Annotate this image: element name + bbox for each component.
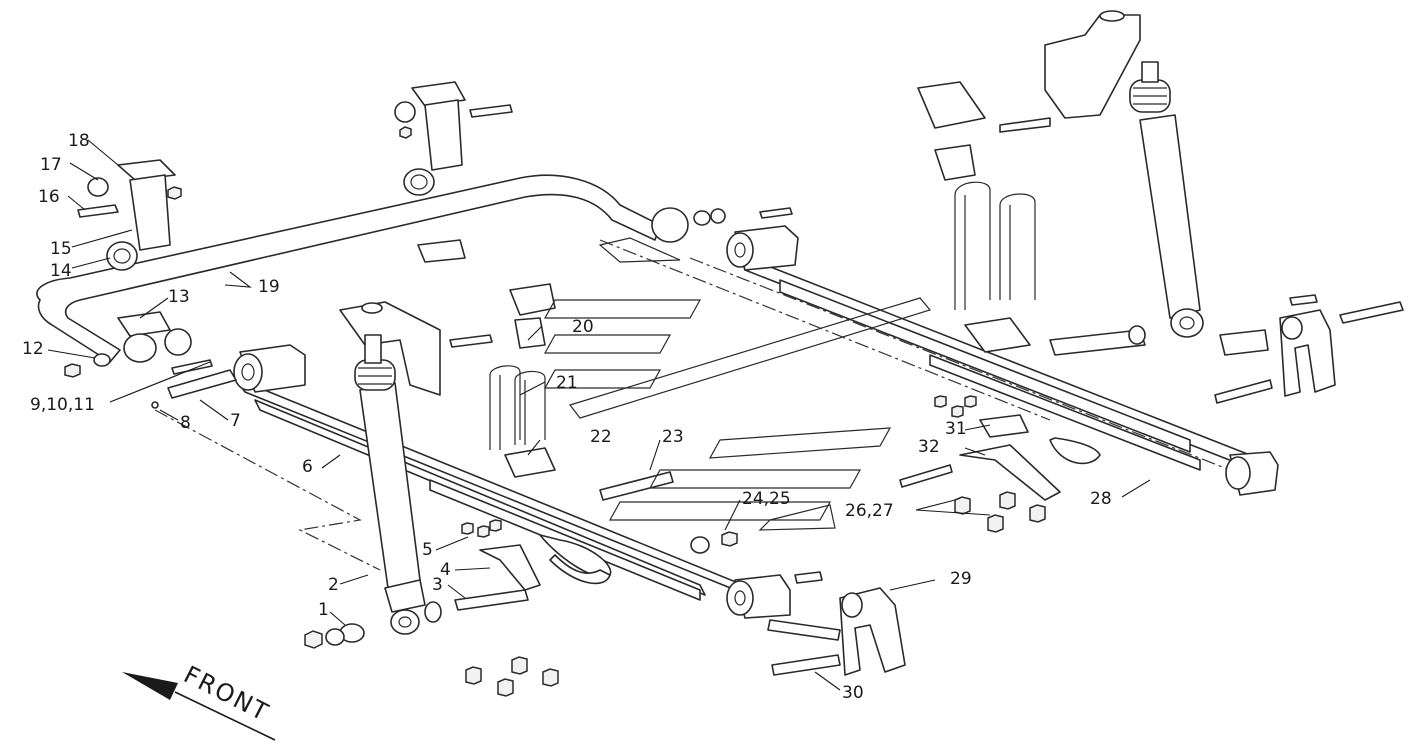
- callout-5: 5: [422, 540, 433, 560]
- loose-nuts-right: [934, 395, 1046, 533]
- left-front-spring-eye: [233, 344, 306, 393]
- right-axle-u-bolts: [917, 81, 1036, 353]
- callout-16: 16: [38, 187, 60, 207]
- stabilizer-bracket-left: [64, 159, 192, 378]
- left-rear-spring-eye: [726, 574, 791, 619]
- callout-4: 4: [440, 560, 451, 580]
- callout-1: 1: [318, 600, 329, 620]
- callout-7: 7: [230, 411, 241, 431]
- callout-28: 28: [1090, 489, 1112, 509]
- right-drop-link: [899, 325, 1146, 501]
- right-rear-shackle: [1214, 294, 1404, 404]
- front-direction-arrow: FRONT: [122, 660, 276, 741]
- center-outline-shapes: [543, 237, 932, 531]
- callout-23: 23: [662, 427, 684, 447]
- stabilizer-bar: [36, 174, 661, 363]
- callout-31: 31: [945, 419, 967, 439]
- axis-centerlines: [154, 239, 1231, 571]
- callout-13: 13: [168, 287, 190, 307]
- callout-22: 22: [590, 427, 612, 447]
- callout-numbers: 1 2 3 4 5 6 7 8 9,10,11 12 13 14 15 16 1…: [22, 131, 1112, 703]
- callout-20: 20: [572, 317, 594, 337]
- callout-8: 8: [180, 413, 191, 433]
- left-shock-absorber: [339, 301, 441, 635]
- callout-32: 32: [918, 437, 940, 457]
- right-rear-spring-eye: [1225, 451, 1279, 496]
- callout-12: 12: [22, 339, 44, 359]
- callout-6: 6: [302, 457, 313, 477]
- callout-18: 18: [68, 131, 90, 151]
- stabilizer-end-bushing: [651, 207, 793, 243]
- left-rear-shackle: [767, 571, 906, 676]
- callout-19: 19: [258, 277, 280, 297]
- left-leaf-spring: [234, 377, 791, 613]
- callout-15: 15: [50, 239, 72, 259]
- right-front-spring-eye: [726, 225, 799, 271]
- callout-3: 3: [432, 575, 443, 595]
- shackle-pin-left-front: [151, 359, 237, 409]
- callout-2: 2: [328, 575, 339, 595]
- loose-nuts-left: [461, 519, 559, 697]
- left-shock-mounting-hardware: [304, 601, 442, 649]
- callout-9-10-11: 9,10,11: [30, 395, 95, 415]
- callout-24-25: 24,25: [742, 489, 791, 509]
- stabilizer-bracket-right: [394, 81, 513, 263]
- left-axle-u-bolts: [449, 283, 556, 478]
- right-shock-absorber: [999, 10, 1204, 338]
- callout-leaders: [47, 139, 1151, 691]
- callout-30: 30: [842, 683, 864, 703]
- callout-29: 29: [950, 569, 972, 589]
- callout-21: 21: [556, 373, 578, 393]
- callout-14: 14: [50, 261, 72, 281]
- callout-17: 17: [40, 155, 62, 175]
- callout-26-27: 26,27: [845, 501, 894, 521]
